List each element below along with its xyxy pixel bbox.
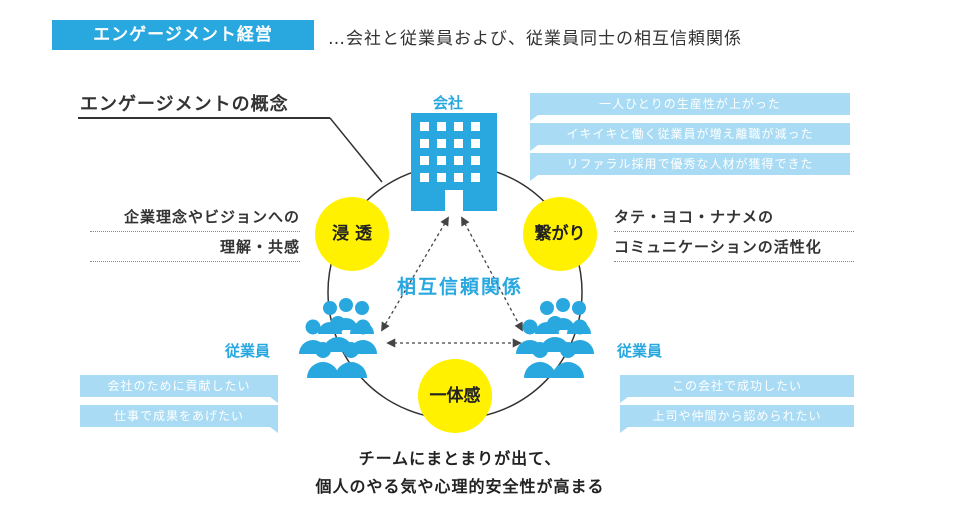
concept-title: エンゲージメントの概念 [80,94,289,115]
left-text-line-1: 企業理念やビジョンへの [90,206,300,232]
right-text-line-2: コミュニケーションの活性化 [614,236,854,262]
right-text-line-1: タテ・ヨコ・ナナメの [614,206,854,232]
circle-connection: 繋がり [523,197,597,271]
employee-left-bubble-1: 会社のために貢献したい [80,375,278,403]
people-group-icon-right [516,298,594,378]
header-subtitle: …会社と従業員および、従業員同士の相互信頼関係 [328,29,742,49]
company-bubble-1: 一人ひとりの生産性が上がった [530,93,850,121]
employee-label-right: 従業員 [617,342,663,360]
employee-right-bubble-1: この会社で成功したい [620,375,854,403]
office-building-icon [411,113,497,211]
circle-penetration: 浸 透 [315,197,389,271]
employee-label-left: 従業員 [225,342,271,360]
circle-unity: 一体感 [418,359,492,433]
concept-pointer-line [329,117,383,183]
company-bubble-3: リファラル採用で優秀な人材が獲得できた [530,153,850,181]
concept-underline [78,117,330,119]
employee-left-bubble-2: 仕事で成果をあげたい [80,405,278,433]
left-text-line-2: 理解・共感 [90,236,300,262]
arrow-company-left [381,216,449,332]
company-bubble-2: イキイキと働く従業員が増え離職が減った [530,123,850,151]
bottom-text-line-1: チームにまとまりが出て、 [358,449,562,468]
people-group-icon-left [299,298,377,378]
mutual-trust-label: 相互信頼関係 [396,276,523,298]
company-label: 会社 [433,94,464,112]
employee-right-bubble-2: 上司や仲間から認められたい [620,405,854,433]
bottom-text-line-2: 個人のやる気や心理的安全性が高まる [315,477,605,496]
header-tag: エンゲージメント経営 [52,20,314,50]
